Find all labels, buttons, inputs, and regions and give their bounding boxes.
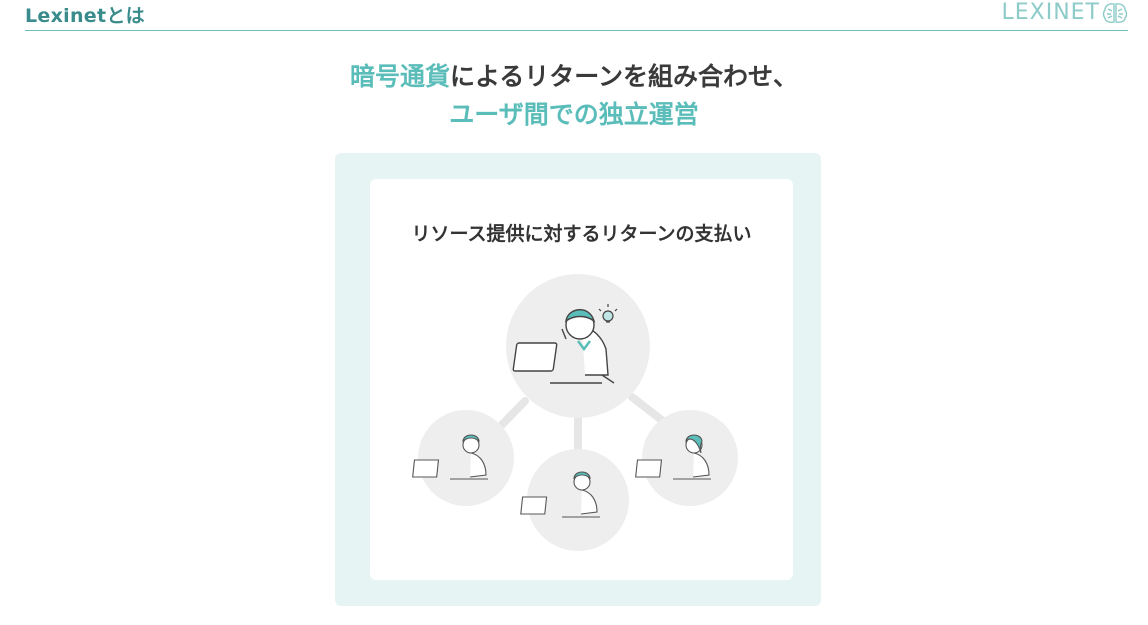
headline-line-1: 暗号通貨によるリターンを組み合わせ、 bbox=[0, 58, 1148, 96]
left-user-circle bbox=[418, 410, 514, 506]
page-title: Lexinetとは bbox=[25, 5, 145, 27]
headline: 暗号通貨によるリターンを組み合わせ、 ユーザ間での独立運営 bbox=[0, 58, 1148, 134]
lexinet-logo: LEXINET bbox=[1001, 0, 1128, 25]
card-title: リソース提供に対するリターンの支払い bbox=[411, 223, 752, 245]
header-divider bbox=[25, 30, 1128, 31]
center-person-icon bbox=[520, 471, 600, 518]
network-of-users-illustration bbox=[412, 274, 738, 551]
headline-line-2: ユーザ間での独立運営 bbox=[449, 100, 699, 129]
center-user-circle bbox=[527, 449, 629, 551]
brain-icon bbox=[1102, 2, 1128, 23]
main-person-icon bbox=[512, 309, 615, 384]
lightbulb-icon bbox=[598, 304, 618, 323]
left-person-icon bbox=[412, 434, 488, 480]
right-person-icon bbox=[635, 434, 711, 480]
headline-accent: 暗号通貨 bbox=[349, 62, 450, 91]
headline-rest: によるリターンを組み合わせ、 bbox=[450, 62, 799, 91]
main-user-circle bbox=[506, 274, 650, 418]
illustration-card: リソース提供に対するリターンの支払い bbox=[370, 179, 793, 580]
right-user-circle bbox=[642, 410, 738, 506]
logo-text: LEXINET bbox=[1001, 0, 1100, 25]
